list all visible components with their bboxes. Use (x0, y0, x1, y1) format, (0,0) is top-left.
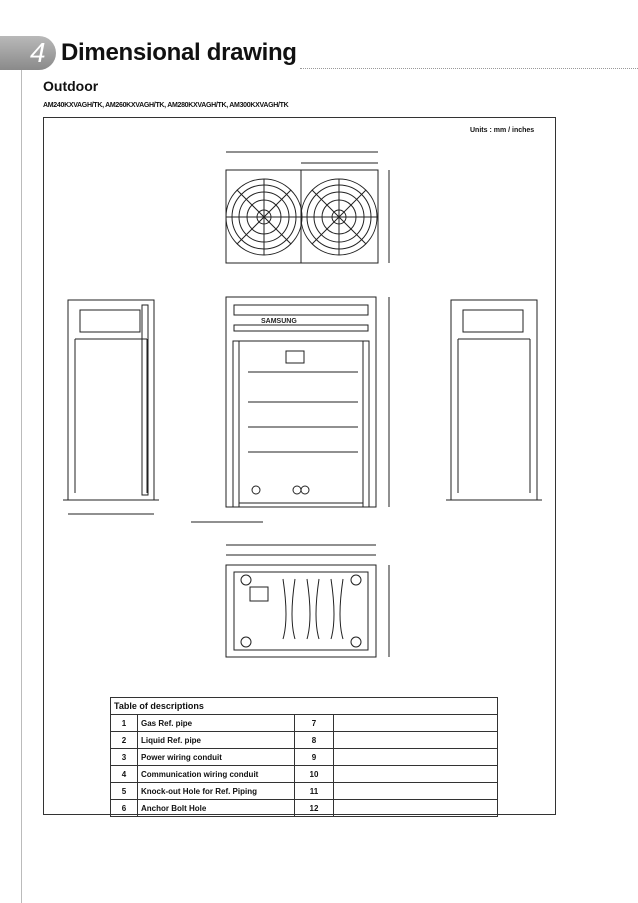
row-number: 4 (110, 765, 138, 783)
table-header-row: Table of descriptions (110, 697, 498, 715)
row-description-2 (333, 731, 498, 749)
row-description-2 (333, 765, 498, 783)
row-description-2 (333, 799, 498, 817)
right-side-view-drawing (446, 299, 542, 501)
row-number-2: 12 (294, 799, 334, 817)
model-list: AM240KXVAGH/TK, AM260KXVAGH/TK, AM280KXV… (43, 102, 289, 109)
row-number: 3 (110, 748, 138, 766)
section-subtitle: Outdoor (43, 78, 99, 94)
front-view-drawing (191, 296, 390, 523)
table-row: 4 Communication wiring conduit 10 (110, 765, 498, 783)
top-view-drawing (225, 151, 390, 264)
left-side-view-drawing (63, 299, 159, 515)
table-title: Table of descriptions (110, 697, 498, 715)
row-description: Liquid Ref. pipe (137, 731, 295, 749)
row-number-2: 7 (294, 714, 334, 732)
dimensional-drawing: SAMSUNG (63, 151, 542, 658)
row-description-2 (333, 714, 498, 732)
row-description: Knock-out Hole for Ref. Piping (137, 782, 295, 800)
row-number-2: 11 (294, 782, 334, 800)
row-number-2: 9 (294, 748, 334, 766)
title-dotted-rule (300, 68, 638, 69)
row-number: 5 (110, 782, 138, 800)
row-number-2: 8 (294, 731, 334, 749)
section-number: 4 (30, 37, 46, 68)
table-row: 3 Power wiring conduit 9 (110, 748, 498, 766)
brand-label: SAMSUNG (261, 318, 297, 325)
table-row: 2 Liquid Ref. pipe 8 (110, 731, 498, 749)
row-number-2: 10 (294, 765, 334, 783)
descriptions-table: Table of descriptions 1 Gas Ref. pipe 7 … (110, 697, 498, 817)
row-number: 1 (110, 714, 138, 732)
page-title: Dimensional drawing (61, 39, 297, 66)
row-number: 6 (110, 799, 138, 817)
section-tab (0, 36, 56, 70)
row-number: 2 (110, 731, 138, 749)
row-description: Communication wiring conduit (137, 765, 295, 783)
table-row: 6 Anchor Bolt Hole 12 (110, 799, 498, 817)
left-margin-rule (21, 58, 22, 903)
row-description-2 (333, 748, 498, 766)
units-label: Units : mm / inches (470, 127, 535, 134)
row-description: Power wiring conduit (137, 748, 295, 766)
row-description: Anchor Bolt Hole (137, 799, 295, 817)
bottom-view-drawing (225, 544, 390, 658)
table-row: 1 Gas Ref. pipe 7 (110, 714, 498, 732)
row-description: Gas Ref. pipe (137, 714, 295, 732)
row-description-2 (333, 782, 498, 800)
table-row: 5 Knock-out Hole for Ref. Piping 11 (110, 782, 498, 800)
